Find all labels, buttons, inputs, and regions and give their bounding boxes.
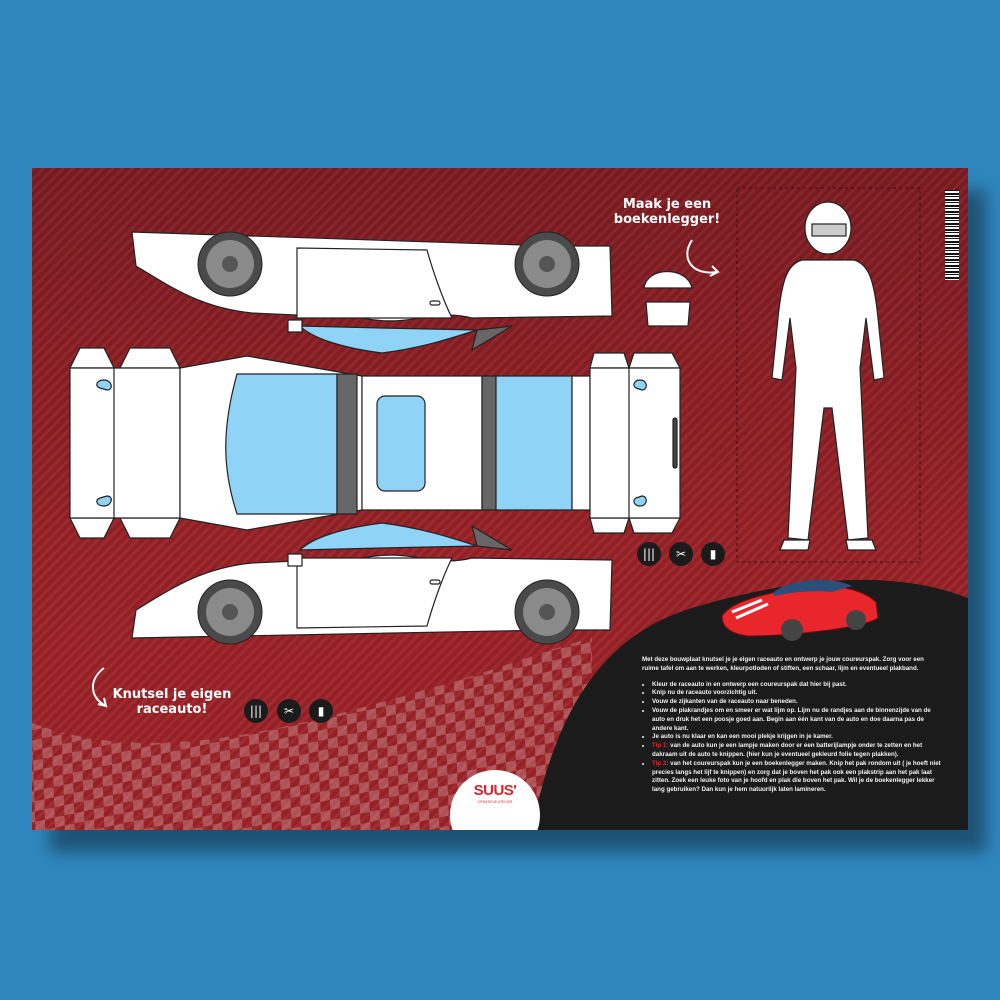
car-papercraft-net	[69, 187, 921, 708]
barcode	[945, 190, 959, 280]
tip-2: Tip 2: van het coureurspak kun je een bo…	[652, 760, 942, 795]
instructions-steps: Kleur de raceauto in en ontwerp een cour…	[642, 681, 942, 795]
race-suit-figure	[771, 201, 885, 551]
scissors-icon: ✂	[669, 542, 693, 566]
checkered-flag-pattern	[32, 579, 968, 830]
car-headline: Knutsel je eigen raceauto!	[112, 687, 232, 717]
bookmark-cut-line	[736, 187, 921, 563]
craft-poster: Maak je een boekenlegger! Knutsel je eig…	[32, 168, 968, 830]
instructions-intro: Met deze bouwplaat knutsel je je eigen r…	[642, 656, 924, 672]
pencils-icon: |||	[637, 542, 661, 566]
arrow-to-suit	[686, 239, 718, 274]
pencils-icon: |||	[244, 699, 268, 723]
instructions-panel	[532, 579, 968, 830]
arrow-to-car	[92, 667, 107, 707]
tip-1: Tip 1: van de auto kun je een lampje mak…	[652, 742, 942, 760]
glue-icon: ▮	[701, 542, 725, 566]
bookmark-headline: Maak je een boekenlegger!	[613, 197, 721, 227]
helmet-pieces	[643, 270, 693, 327]
brand-logo: SUUS' CREATIEVE ATELIER	[450, 770, 540, 830]
wheels	[197, 231, 580, 645]
scissors-icon: ✂	[277, 699, 301, 723]
instructions-text: Met deze bouwplaat knutsel je je eigen r…	[642, 656, 942, 795]
red-sports-car-illustration	[721, 579, 879, 641]
glue-icon: ▮	[309, 699, 333, 723]
